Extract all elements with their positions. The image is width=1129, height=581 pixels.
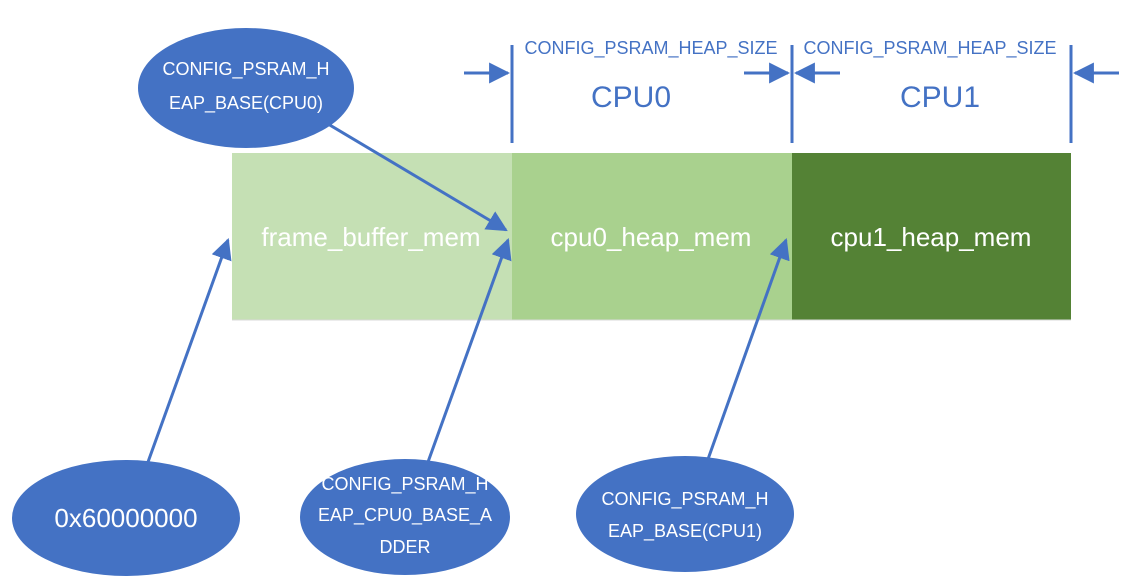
frame-buffer-label: frame_buffer_mem	[261, 222, 480, 252]
cpu1-size-label: CONFIG_PSRAM_HEAP_SIZE	[803, 38, 1056, 59]
callout-ellipse	[300, 459, 510, 575]
memory-bar	[232, 153, 1071, 321]
callout-line: EAP_BASE(CPU0)	[169, 93, 323, 114]
callout-line: CONFIG_PSRAM_H	[321, 474, 488, 495]
callout-heap-base-cpu0: CONFIG_PSRAM_H EAP_BASE(CPU0)	[138, 28, 354, 148]
cpu1-heap-label: cpu1_heap_mem	[831, 222, 1032, 252]
start-address-label: 0x60000000	[54, 503, 197, 533]
arrow-cpu0-base-adder	[426, 238, 512, 463]
callout-ellipse	[576, 456, 794, 572]
cpu0-name: CPU0	[591, 81, 671, 114]
callout-arrows	[146, 116, 790, 463]
callout-line: CONFIG_PSRAM_H	[162, 59, 329, 80]
callout-ellipse	[12, 460, 240, 576]
callout-heap-base-cpu1: CONFIG_PSRAM_H EAP_BASE(CPU1)	[576, 456, 794, 572]
callout-cpu0-base-adder: CONFIG_PSRAM_H EAP_CPU0_BASE_A DDER	[300, 459, 510, 575]
arrow-start-address	[146, 238, 232, 463]
callout-line: CONFIG_PSRAM_H	[601, 489, 768, 510]
callout-line: EAP_BASE(CPU1)	[608, 521, 762, 542]
callout-ellipse	[138, 28, 354, 148]
arrow-heap-base-cpu0	[317, 116, 508, 232]
callout-start-address: 0x60000000	[12, 460, 240, 576]
cpu0-size-label: CONFIG_PSRAM_HEAP_SIZE	[524, 38, 777, 59]
cpu0-heap-label: cpu0_heap_mem	[551, 222, 752, 252]
callout-line: EAP_CPU0_BASE_A	[318, 505, 492, 526]
arrow-heap-base-cpu1	[705, 238, 790, 463]
frame-buffer-block	[232, 153, 512, 320]
cpu1-heap-block	[792, 153, 1071, 320]
cpu0-heap-block	[512, 153, 792, 320]
dimension-markers	[464, 45, 1119, 143]
callout-line: DDER	[379, 537, 430, 557]
cpu1-name: CPU1	[900, 81, 980, 114]
